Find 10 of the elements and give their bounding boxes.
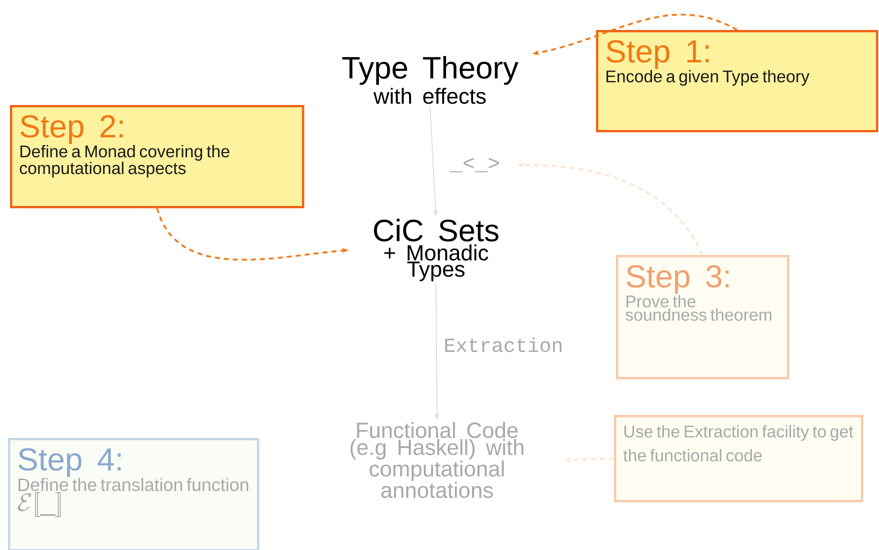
step-box: Step 2: Define a Monad covering the computational aspects — [10, 105, 304, 208]
step-box: Step 4: Define the translation function $\mathcal{E}[\![\_]\!]$ — [8, 438, 260, 550]
stage-label: Functional Code (e.g Haskell) with computational annotations — [350, 422, 524, 498]
edge-label: Extraction — [442, 336, 564, 354]
operator-label: _<_> — [450, 158, 499, 172]
step-box: Step 1: Encode a given Type theory — [596, 30, 878, 132]
stage-label: Type Theory with effects — [342, 56, 518, 104]
step-box: Use the Extraction facility to get the functional code — [614, 415, 864, 502]
stage-label: CiC Sets + Monadic Types — [374, 218, 498, 282]
step-box: Step 3: Prove the soundness theorem — [616, 255, 790, 380]
